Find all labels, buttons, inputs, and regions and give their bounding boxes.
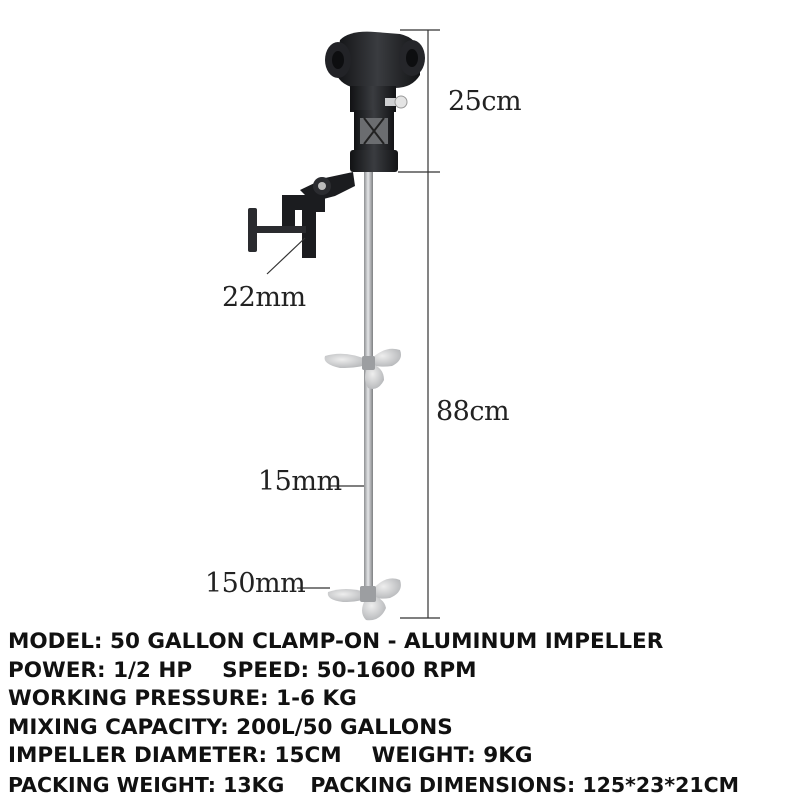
spec-weight: WEIGHT: 9KG bbox=[371, 743, 533, 769]
spec-impeller-weight: IMPELLER DIAMETER: 15CM WEIGHT: 9KG bbox=[8, 742, 798, 771]
spec-power: POWER: 1/2 HP bbox=[8, 657, 193, 683]
shaft-length-label: 88cm bbox=[436, 396, 510, 427]
mixer-shaft bbox=[364, 170, 373, 610]
dimension-lines bbox=[266, 29, 440, 619]
upper-impeller bbox=[324, 348, 401, 389]
air-motor bbox=[325, 31, 425, 172]
impeller-diameter-label: 150mm bbox=[205, 568, 306, 599]
clamp-size-label: 22mm bbox=[222, 282, 306, 313]
spec-model: MODEL: 50 GALLON CLAMP-ON - ALUMINUM IMP… bbox=[8, 629, 664, 654]
spec-impeller: IMPELLER DIAMETER: 15CM bbox=[8, 743, 342, 769]
spec-packing-weight: PACKING WEIGHT: 13KG bbox=[8, 772, 285, 797]
motor-height-label: 25cm bbox=[448, 86, 522, 117]
spec-pressure: WORKING PRESSURE: 1-6 KG bbox=[8, 686, 357, 712]
lower-impeller bbox=[327, 578, 401, 621]
spec-list: MODEL: 50 GALLON CLAMP-ON - ALUMINUM IMP… bbox=[8, 628, 798, 800]
spec-speed: SPEED: 50-1600 RPM bbox=[222, 657, 477, 683]
spec-packing: PACKING WEIGHT: 13KG PACKING DIMENSIONS: … bbox=[8, 771, 798, 800]
shaft-diameter-label: 15mm bbox=[258, 466, 342, 497]
clamp bbox=[248, 172, 355, 258]
spec-capacity: MIXING CAPACITY: 200L/50 GALLONS bbox=[8, 714, 453, 740]
spec-power-speed: POWER: 1/2 HP SPEED: 50-1600 RPM bbox=[8, 657, 798, 686]
spec-packing-dimensions: PACKING DIMENSIONS: 125*23*21CM bbox=[310, 772, 740, 797]
mixer-diagram bbox=[248, 29, 440, 621]
